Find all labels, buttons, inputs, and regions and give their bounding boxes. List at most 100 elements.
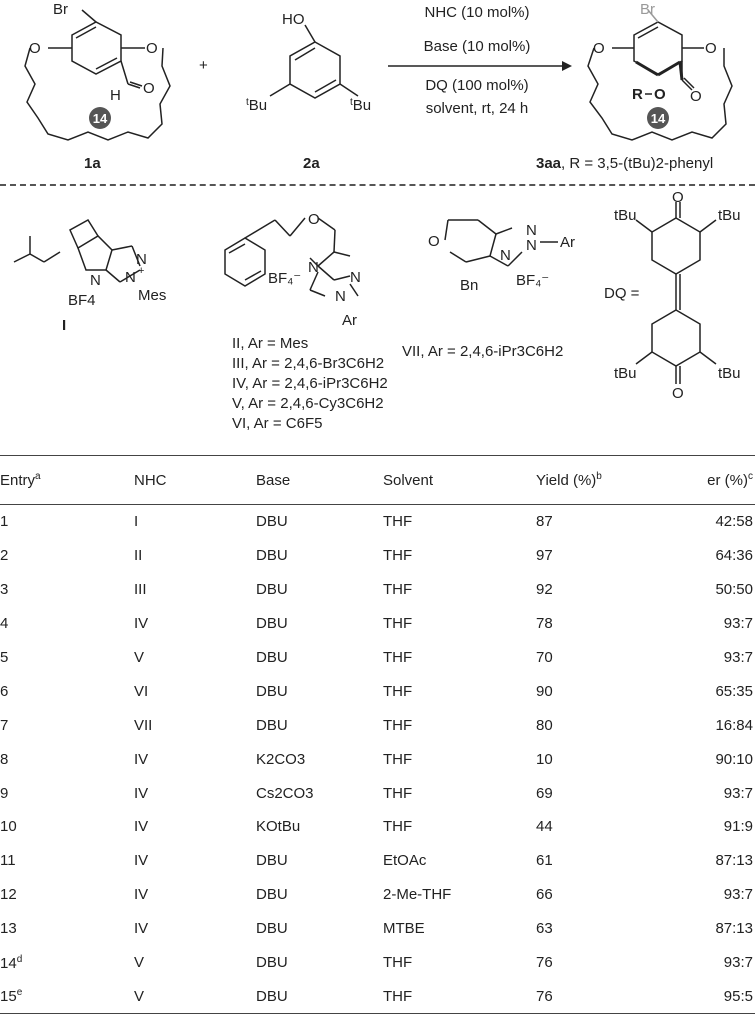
- cat-II-n2: N: [350, 269, 361, 286]
- table-cell: 93:7: [723, 615, 753, 633]
- table-cell: 11: [0, 852, 16, 870]
- table-cell: 93:7: [723, 784, 753, 802]
- column-header-0: Entrya: [0, 471, 41, 489]
- table-cell: Cs2CO3: [256, 784, 314, 802]
- column-header-3: Solvent: [383, 471, 434, 489]
- table-cell: I: [134, 513, 139, 531]
- table-cell: IV: [134, 886, 149, 904]
- sm1-oxygen-right: O: [146, 40, 158, 57]
- product-oxygen-right: O: [705, 40, 717, 57]
- table-cell: 4: [0, 615, 9, 633]
- product-br-label: Br: [640, 1, 655, 18]
- reaction-scheme: Br O O H O 14 1a + HO tBu tBu 2a NHC (10…: [24, 1, 733, 172]
- table-cell: THF: [383, 954, 413, 972]
- sm1-oxygen-left: O: [29, 40, 41, 57]
- table-cell: 87: [536, 513, 553, 531]
- product-oxygen-left: O: [593, 40, 605, 57]
- sm1-compound-label: 1a: [84, 155, 101, 172]
- product-ester-r: R: [632, 86, 643, 103]
- table-cell: III: [134, 581, 147, 599]
- table-cell: V: [134, 987, 145, 1005]
- table-cell: THF: [383, 784, 413, 802]
- table-cell: 15e: [0, 987, 23, 1006]
- table-cell: DBU: [256, 649, 288, 666]
- table-cell: 16:84: [715, 716, 753, 734]
- table-cell: 1: [0, 513, 9, 531]
- table-cell: 76: [536, 987, 553, 1005]
- table-cell: 65:35: [715, 682, 753, 700]
- cat-I-n-plus: N: [125, 269, 136, 286]
- table-cell: 69: [536, 784, 553, 802]
- table-cell: IV: [134, 818, 149, 836]
- table-cell: 10: [0, 818, 17, 836]
- table-cell: 87:13: [715, 852, 753, 870]
- table-cell: DBU: [256, 852, 288, 870]
- table-cell: DBU: [256, 615, 288, 633]
- cat-variant-II: II, Ar = Mes: [232, 335, 308, 352]
- table-cell: 93:7: [723, 886, 753, 904]
- section-divider: [0, 184, 755, 186]
- dq-o-top: O: [672, 190, 684, 206]
- product-label-line: 3aa, R = 3,5-(tBu)2-phenyl: [536, 155, 713, 172]
- table-cell: IV: [134, 784, 149, 802]
- cat-variant-III: III, Ar = 2,4,6-Br3C6H2: [232, 355, 384, 372]
- table-cell: MTBE: [383, 920, 425, 938]
- table-cell: IV: [134, 852, 149, 870]
- cat-VII-n3: N: [526, 237, 537, 254]
- condition-dq: DQ (100 mol%): [425, 77, 528, 94]
- cat-II-ar: Ar: [342, 312, 357, 329]
- cat-I-bf4: BF4: [68, 292, 96, 309]
- cat-VII-n: N: [500, 247, 511, 264]
- table-cell: 10: [536, 750, 553, 768]
- table-cell: 97: [536, 547, 553, 565]
- table-cell: V: [134, 954, 145, 972]
- table-cell: 14d: [0, 953, 23, 972]
- cat-VII-bf4: BF₄⁻: [516, 272, 549, 289]
- catalyst-panel: N N N + Mes BF4 I O N N N Ar BF₄⁻ II, Ar…: [13, 190, 741, 432]
- table-cell: THF: [383, 818, 413, 836]
- table-cell: 42:58: [715, 513, 753, 531]
- table-cell: DBU: [256, 682, 288, 700]
- table-cell: THF: [383, 649, 413, 666]
- table-cell: DBU: [256, 987, 288, 1005]
- cat-VII-label: VII, Ar = 2,4,6-iPr3C6H2: [402, 343, 563, 360]
- table-cell: 78: [536, 615, 553, 633]
- table-cell: 61: [536, 852, 553, 870]
- table-cell: THF: [383, 987, 413, 1005]
- table-cell: II: [134, 547, 143, 565]
- table-cell: 12: [0, 886, 17, 904]
- cat-II-o: O: [308, 211, 320, 228]
- cat-II-n: N: [308, 259, 319, 276]
- table-cell: 7: [0, 716, 9, 734]
- cat-II-bf4: BF₄⁻: [268, 270, 301, 287]
- plus-sign: +: [199, 57, 208, 74]
- table-cell: DBU: [256, 581, 288, 599]
- column-header-1: NHC: [134, 471, 167, 489]
- table-cell: 9: [0, 784, 9, 802]
- table-cell: IV: [134, 750, 149, 768]
- dq-label: DQ =: [604, 285, 640, 302]
- product-carbonyl-o: O: [690, 88, 702, 105]
- condition-nhc: NHC (10 mol%): [424, 4, 529, 21]
- table-cell: 76: [536, 954, 553, 972]
- sm1-aldehyde-h: H: [110, 87, 121, 104]
- table-cell: 90: [536, 682, 553, 700]
- table-cell: 87:13: [715, 920, 753, 938]
- table-cell: 91:9: [723, 818, 753, 836]
- cat-I-n2: N: [136, 251, 147, 268]
- table-cell: THF: [383, 615, 413, 633]
- table-cell: 3: [0, 581, 9, 599]
- table-cell: 6: [0, 682, 9, 700]
- sm2-ho-label: HO: [282, 11, 305, 28]
- table-cell: 95:5: [723, 987, 753, 1005]
- condition-solvent: solvent, rt, 24 h: [426, 100, 529, 117]
- table-cell: 50:50: [715, 581, 753, 599]
- column-header-4: Yield (%)b: [536, 471, 602, 489]
- table-cell: IV: [134, 615, 149, 633]
